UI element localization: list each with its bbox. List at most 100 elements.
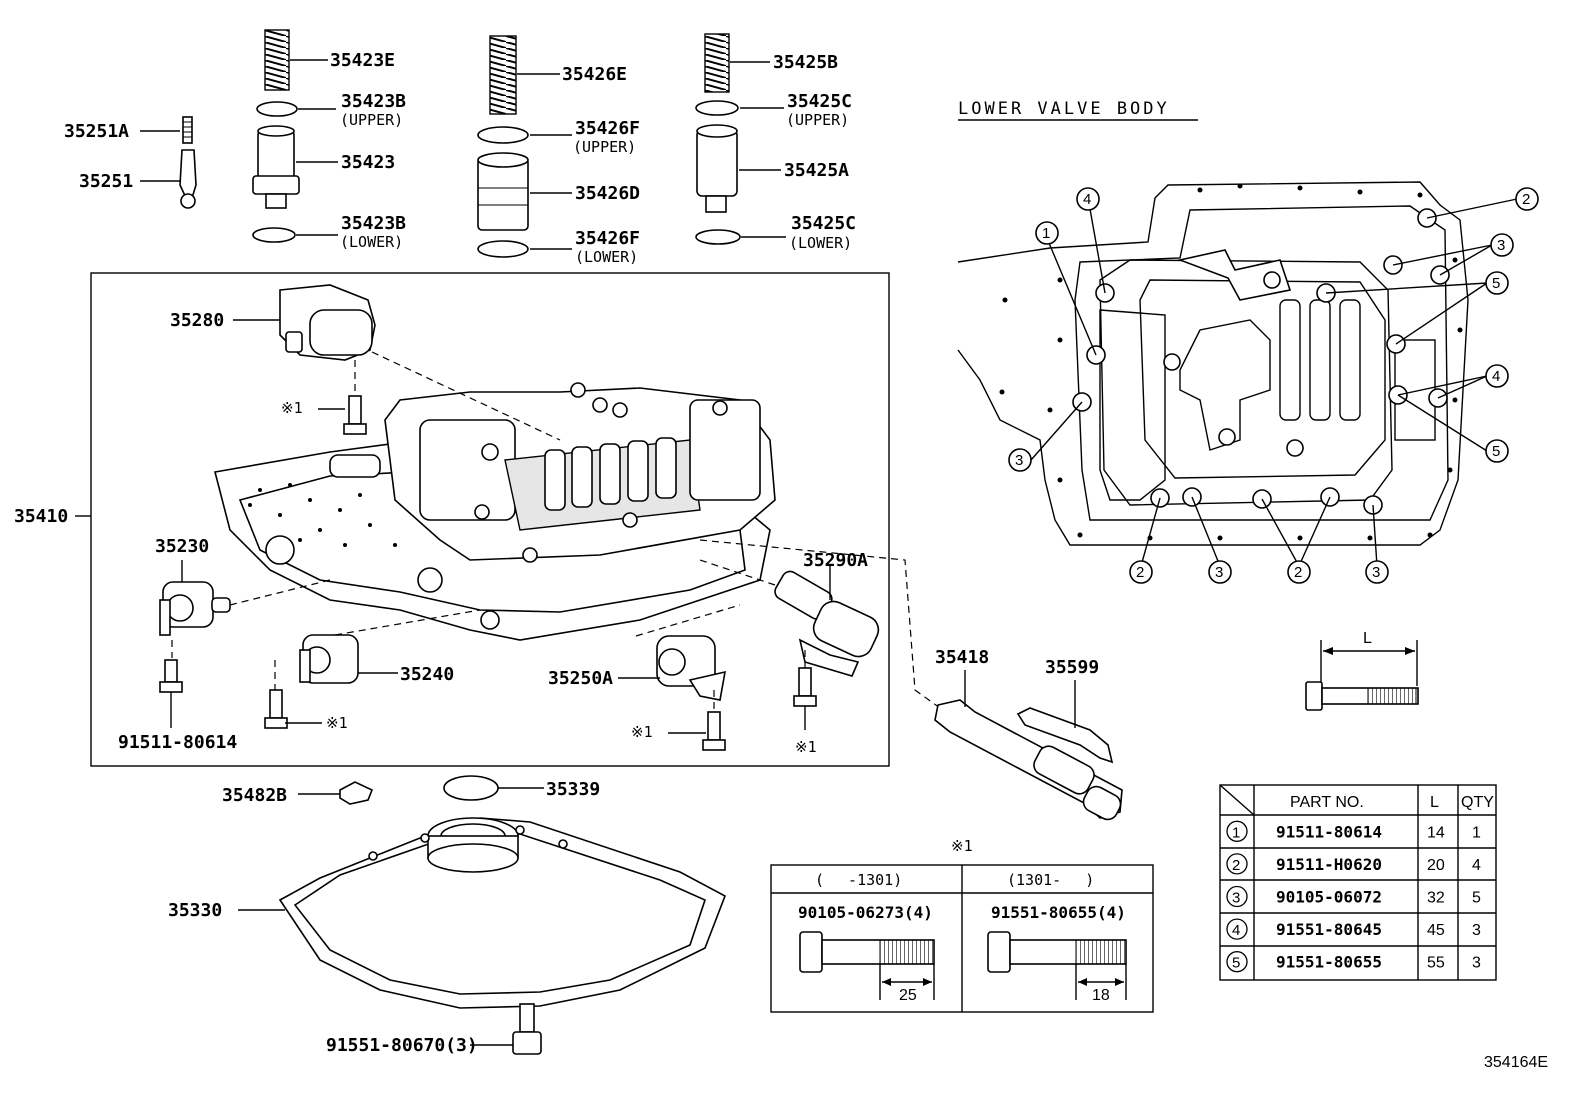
callout-2-bottom-a: 2 (1136, 564, 1144, 581)
label-35599: 35599 (1045, 657, 1099, 678)
note-table-col2-range: (1301- ) (1007, 871, 1094, 889)
label-35482b: 35482B (222, 785, 287, 806)
note-table: ※1 ( -1301) (1301- ) 90105-06273(4) 9155… (770, 837, 1154, 1013)
bolt-ref-circle (1226, 885, 1248, 908)
bolt-qty-value: 3 (1472, 955, 1481, 972)
bolt-table-header-part: PART NO. (1290, 794, 1364, 811)
solenoid-35280: 35280 ※1 (170, 284, 561, 441)
oring-35426f-lower (477, 240, 529, 258)
label-35426f-lower: 35426F (575, 228, 640, 249)
bolt-length-value: 55 (1427, 955, 1445, 972)
bolt-length-value: 20 (1427, 857, 1445, 874)
spring-35425b (704, 33, 730, 93)
label-35425c-upper-note: (UPPER) (786, 111, 849, 129)
valve-35426d (477, 157, 529, 231)
figure-code: 354164E (1484, 1054, 1548, 1071)
bolt-table: PART NO. L QTY (1219, 784, 1497, 981)
bolt-ref-number: 3 (1232, 890, 1240, 907)
bolt-length-value: 32 (1427, 890, 1445, 907)
manual-valve-35418: 35418 (934, 647, 1123, 821)
bolt-table-header-l: L (1430, 794, 1439, 811)
label-35423b-lower-note: (LOWER) (340, 233, 403, 251)
note-mark-1: ※1 (281, 399, 303, 417)
clip-35482b: 35482B (222, 781, 374, 806)
bolt-ref-circle (1226, 853, 1248, 875)
bolt-length-label: L (1363, 630, 1372, 647)
bolt-ref-circle (1226, 820, 1248, 842)
label-35426f-upper: 35426F (575, 118, 640, 139)
callout-5-lower: 5 (1492, 443, 1500, 460)
oil-pan-35330: 35330 91551-80670(3) (168, 817, 727, 1056)
part-35426-group: 35426E 35426F (UPPER) 35426D 35426F (LOW… (477, 35, 640, 266)
note-table-col2-dim: 18 (1092, 987, 1110, 1004)
bolt-ref-number: 2 (1232, 857, 1240, 874)
label-35418: 35418 (935, 647, 989, 668)
callout-2-right: 2 (1522, 191, 1530, 208)
label-35423b-lower: 35423B (341, 213, 406, 234)
oring-35425c-lower (695, 229, 741, 245)
spring-35423e (264, 29, 290, 91)
callout-5-right: 5 (1492, 275, 1500, 292)
valve-body-assembly (214, 382, 776, 641)
note-table-col1-part: 90105-06273(4) (798, 903, 933, 922)
label-35330: 35330 (168, 900, 222, 921)
label-35290a: 35290A (803, 550, 868, 571)
label-35425c-upper: 35425C (787, 91, 852, 112)
bolt-part-number: 91551-80655 (1276, 953, 1382, 972)
label-35230: 35230 (155, 536, 209, 557)
bolt-table-row: 5 91551-80655 55 3 (1226, 951, 1481, 973)
label-35425b: 35425B (773, 52, 838, 73)
bolt-table-header-qty: QTY (1461, 794, 1494, 811)
label-35426f-lower-note: (LOWER) (575, 248, 638, 266)
bolt-length-value: 14 (1427, 824, 1445, 841)
bolt-ref-number: 1 (1232, 824, 1240, 841)
bolt-ref-number: 5 (1232, 955, 1240, 972)
lower-valve-body-view: LOWER VALVE BODY (957, 99, 1539, 584)
bolt-ref-number: 4 (1232, 922, 1240, 939)
note-mark-4: ※1 (795, 738, 817, 756)
lower-valve-body-title: LOWER VALVE BODY (958, 99, 1170, 119)
bolt-qty-value: 1 (1472, 824, 1481, 841)
note-table-col2-part: 91551-80655(4) (991, 903, 1126, 922)
label-35251: 35251 (79, 171, 133, 192)
oring-35423b-upper (256, 101, 298, 117)
note-mark-2: ※1 (326, 714, 348, 732)
valve-35251 (179, 149, 197, 199)
solenoid-35250a: 35250A ※1 (548, 604, 741, 751)
part-35423-group: 35423E 35423B (UPPER) 35423 35423B (LOWE… (252, 29, 406, 251)
part-35425-group: 35425B 35425C (UPPER) 35425A 35425C (LOW… (695, 33, 856, 252)
callout-2-bottom-b: 2 (1294, 564, 1302, 581)
callout-3-bottom-a: 3 (1215, 564, 1223, 581)
label-35426e: 35426E (562, 64, 627, 85)
label-35425a: 35425A (784, 160, 849, 181)
callout-3-bottom-b: 3 (1372, 564, 1380, 581)
label-35425c-lower: 35425C (791, 213, 856, 234)
bolt-qty-value: 4 (1472, 857, 1481, 874)
oring-35339: 35339 (443, 775, 600, 801)
label-35423b-upper: 35423B (341, 91, 406, 112)
bolt-part-number: 91511-80614 (1276, 822, 1382, 841)
label-35240: 35240 (400, 664, 454, 685)
valve-35423 (257, 129, 295, 181)
part-35251-group: 35251A 35251 (64, 116, 197, 209)
label-35339: 35339 (546, 779, 600, 800)
solenoid-35230: 35230 91511-80614 (118, 536, 331, 753)
bolt-table-row: 2 91511-H0620 20 4 (1226, 853, 1481, 875)
callout-3-right: 3 (1497, 237, 1505, 254)
callout-1: 1 (1042, 225, 1050, 242)
callout-3-left: 3 (1015, 452, 1023, 469)
callout-4-top: 4 (1083, 191, 1091, 208)
label-35410: 35410 (14, 506, 68, 527)
label-91551-80670: 91551-80670(3) (326, 1035, 478, 1056)
bolt-qty-value: 3 (1472, 922, 1481, 939)
callout-4-right: 4 (1492, 368, 1500, 385)
label-91511-80614: 91511-80614 (118, 732, 237, 753)
oring-35423b-lower (252, 227, 296, 243)
label-35423b-upper-note: (UPPER) (340, 111, 403, 129)
detent-spring-35599: 35599 (1016, 657, 1114, 764)
bolt-part-number: 91511-H0620 (1276, 855, 1382, 874)
pin-35251a (182, 116, 193, 144)
note-table-col1-range: ( -1301) (815, 871, 902, 889)
